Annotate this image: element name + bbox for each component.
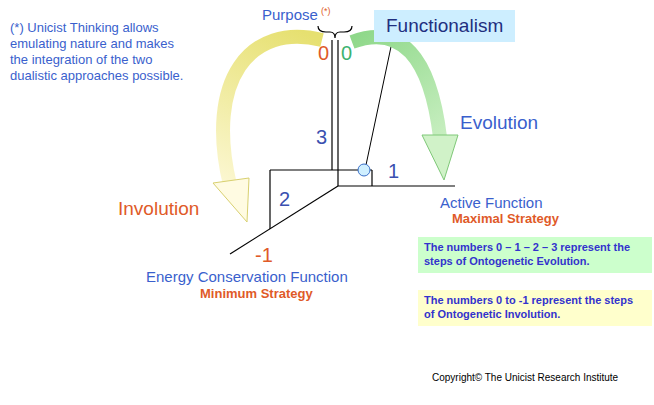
footnote-mark: (*) [321,6,331,16]
box-text: The numbers 0 to -1 represent the steps … [424,294,646,322]
axis-line [338,185,455,186]
cube-edge [270,169,372,170]
box-text: The numbers 0 – 1 – 2 – 3 represent the … [424,241,646,269]
involution-arrowhead [213,178,249,222]
step-number: 1 [388,160,399,183]
box-text: Functionalism [386,14,503,38]
axis-line [337,40,338,186]
axis-label: Energy Conservation Function [146,268,348,285]
functionalism-point [358,164,370,176]
step-number: 0 [341,42,352,65]
step-number: -1 [255,244,273,267]
step-number: 0 [318,42,329,65]
note-text: (*) Unicist Thinking allows emulating na… [10,20,195,84]
leader-line [366,42,392,165]
concept-box: Functionalism [374,10,515,42]
purpose-bracket [318,26,352,38]
involution-arrow [223,37,322,185]
evolution-arrow [352,37,440,137]
direction-label: Evolution [460,112,538,134]
strategy-label: Minimum Strategy [200,287,313,302]
cube-edge [269,170,270,229]
legend-note-box: The numbers 0 to -1 represent the steps … [418,290,652,326]
axis-line [331,40,332,170]
axis-title: Purpose [262,6,318,23]
evolution-arrowhead [422,135,458,180]
legend-note-box: The numbers 0 – 1 – 2 – 3 represent the … [418,237,652,273]
axis-label: Active Function [440,194,543,211]
step-number: 3 [316,126,327,149]
direction-label: Involution [118,198,199,220]
cube-edge [371,170,372,186]
step-number: 2 [279,188,290,211]
strategy-label: Maximal Strategy [452,212,559,227]
copyright-note: Copyright© The Unicist Research Institut… [432,372,618,384]
